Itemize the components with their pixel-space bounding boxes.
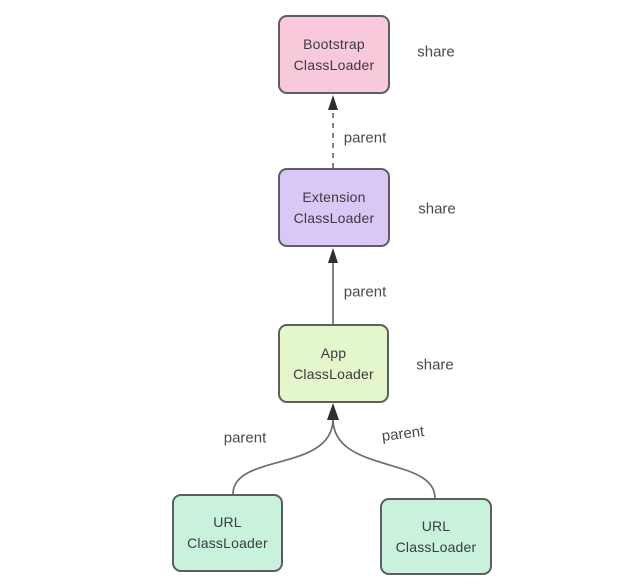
parent-label-url-left-to-app: parent [223, 429, 267, 447]
edge-url-to-app-arrowhead-icon [327, 403, 339, 420]
node-bootstrap-label-line2: ClassLoader [293, 56, 375, 73]
share-label-app: share [416, 356, 454, 374]
parent-label-app-to-extension: parent [343, 283, 387, 301]
share-label-extension: share [418, 200, 456, 218]
edge-extension-to-bootstrap-arrowhead-icon [328, 95, 338, 110]
node-app-classloader: App ClassLoader [278, 324, 389, 403]
node-app-label-line1: App [320, 344, 347, 361]
edge-url-left-to-app-curve [232, 418, 334, 495]
node-extension-label-line2: ClassLoader [293, 209, 375, 226]
edge-url-right-to-app-curve [332, 418, 436, 499]
node-url-classloader-left: URL ClassLoader [172, 494, 283, 572]
node-extension-classloader: Extension ClassLoader [278, 168, 390, 247]
edge-app-to-extension-arrowhead-icon [328, 248, 338, 263]
node-url-left-label-line1: URL [213, 514, 242, 530]
node-extension-label-line1: Extension [302, 188, 366, 205]
node-url-right-label-line1: URL [421, 517, 451, 534]
node-bootstrap-classloader: Bootstrap ClassLoader [278, 15, 390, 94]
node-url-right-label-line2: ClassLoader [395, 538, 477, 555]
node-app-label-line2: ClassLoader [293, 365, 374, 382]
node-url-left-label-line2: ClassLoader [187, 535, 268, 551]
parent-label-extension-to-bootstrap: parent [343, 129, 387, 147]
share-label-bootstrap: share [417, 43, 455, 61]
node-bootstrap-label-line1: Bootstrap [303, 35, 365, 52]
node-url-classloader-right: URL ClassLoader [380, 498, 492, 575]
